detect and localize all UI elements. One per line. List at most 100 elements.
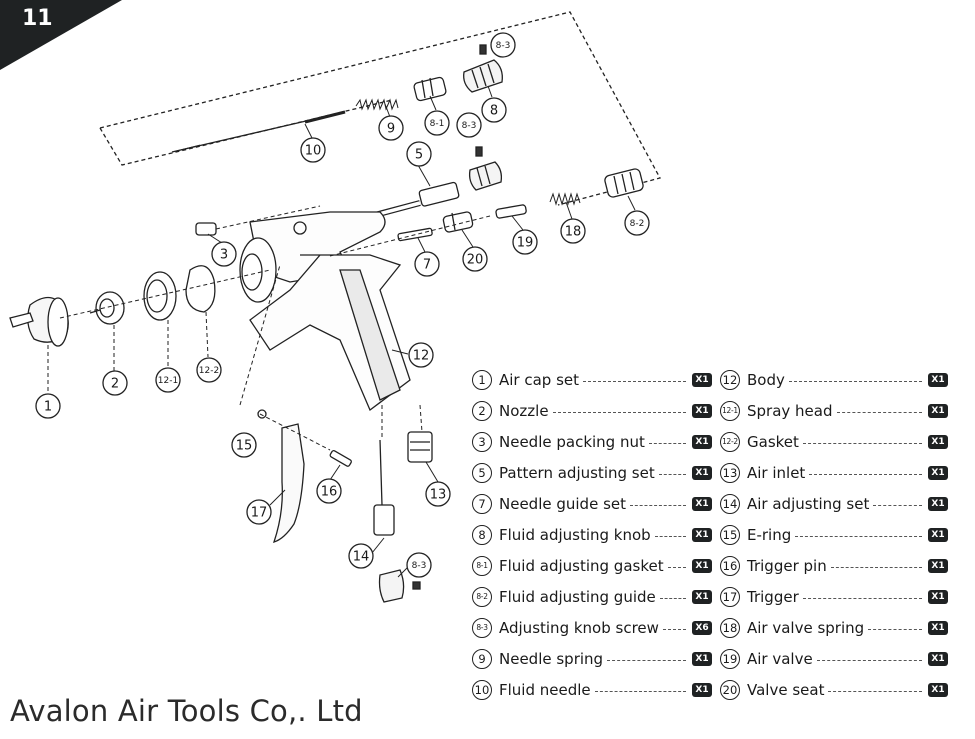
quantity-badge: X1 (928, 620, 948, 635)
quantity-badge: X1 (928, 682, 948, 697)
callout-8-1: 8-1 (424, 110, 450, 136)
part-number-badge: 16 (720, 555, 740, 576)
fluid-needle-part (171, 110, 346, 153)
leader-dots (873, 505, 922, 506)
part-number-badge: 14 (720, 493, 740, 514)
callout-label: 13 (430, 488, 447, 503)
part-name: Spray head (747, 401, 833, 420)
leader-dots (828, 691, 922, 692)
callout-12-1: 12-1 (155, 367, 181, 393)
part-number-badge: 15 (720, 524, 740, 545)
callout-label: 19 (517, 236, 534, 251)
quantity-badge: X1 (692, 589, 712, 604)
leader-dots (667, 567, 686, 568)
callout-19: 19 (512, 229, 538, 255)
callout-8-2: 8-2 (624, 210, 650, 236)
part-number-badge: 1 (472, 369, 492, 390)
callout-label: 12 (413, 349, 430, 364)
part-number-badge: 9 (472, 648, 492, 669)
callout-label: 12-1 (158, 376, 178, 386)
callout-8-3: 8-3 (456, 112, 482, 138)
air-adjusting-set-part (373, 439, 405, 603)
quantity-badge: X1 (928, 651, 948, 666)
callout-label: 8-2 (630, 219, 645, 229)
quantity-badge: X1 (692, 558, 712, 573)
fluid-adjusting-guide-part (604, 168, 644, 198)
callout-10: 10 (300, 137, 326, 163)
callout-9: 9 (378, 115, 404, 141)
quantity-badge: X1 (692, 651, 712, 666)
company-name: Avalon Air Tools Co,. Ltd (10, 694, 363, 728)
callout-label: 8 (490, 104, 498, 119)
quantity-badge: X1 (692, 434, 712, 449)
fluid-adjusting-gasket-part (413, 76, 447, 102)
part-name: Body (747, 370, 785, 389)
callout-1: 1 (35, 393, 61, 419)
part-name: Fluid needle (499, 680, 591, 699)
callout-15: 15 (231, 432, 257, 458)
part-number-badge: 8-2 (472, 586, 492, 607)
leader-dots (658, 474, 686, 475)
part-number-badge: 3 (472, 431, 492, 452)
valve-seat-part (442, 211, 474, 233)
part-number-badge: 2 (472, 400, 492, 421)
quantity-badge: X1 (692, 527, 712, 542)
leader-dots (802, 598, 922, 599)
callout-8-3: 8-3 (406, 552, 432, 578)
needle-spring-part (355, 98, 399, 111)
callout-label: 17 (251, 506, 268, 521)
callout-label: 8-3 (412, 561, 427, 571)
callout-label: 5 (415, 148, 423, 163)
part-name: Air valve spring (747, 618, 865, 637)
part-number-badge: 12-2 (720, 431, 740, 452)
callout-label: 14 (353, 550, 370, 565)
quantity-badge: X6 (692, 620, 712, 635)
part-name: Trigger (747, 587, 799, 606)
callout-3: 3 (211, 241, 237, 267)
leader-dots (583, 381, 686, 382)
part-name: Air inlet (747, 463, 806, 482)
legend-row: 9 Needle spring X1 (472, 643, 712, 674)
callout-5: 5 (406, 141, 432, 167)
callout-label: 7 (423, 258, 431, 273)
part-number-badge: 17 (720, 586, 740, 607)
leader-dots (654, 536, 686, 537)
leader-dots (630, 505, 686, 506)
callout-8: 8 (481, 97, 507, 123)
quantity-badge: X1 (928, 372, 948, 387)
pattern-knob-part (468, 161, 503, 191)
page-corner-tab (0, 0, 122, 70)
quantity-badge: X1 (692, 372, 712, 387)
part-number-badge: 8-1 (472, 555, 492, 576)
quantity-badge: X1 (928, 465, 948, 480)
callout-label: 12-2 (199, 366, 219, 376)
part-number-badge: 12 (720, 369, 740, 390)
part-number-badge: 7 (472, 493, 492, 514)
callout-8-3: 8-3 (490, 32, 516, 58)
callout-label: 16 (321, 485, 338, 500)
air-valve-spring-part (549, 192, 581, 206)
callout-label: 15 (236, 439, 253, 454)
callout-label: 18 (565, 225, 582, 240)
legend-row: 12 Body X1 (720, 364, 948, 395)
callout-17: 17 (246, 499, 272, 525)
air-cap-part (9, 296, 69, 347)
part-name: E-ring (747, 525, 792, 544)
leader-dots (594, 691, 686, 692)
callout-label: 8-3 (462, 121, 477, 131)
part-number-badge: 20 (720, 679, 740, 700)
part-name: Needle spring (499, 649, 604, 668)
callout-7: 7 (414, 251, 440, 277)
trigger-part (272, 423, 305, 543)
